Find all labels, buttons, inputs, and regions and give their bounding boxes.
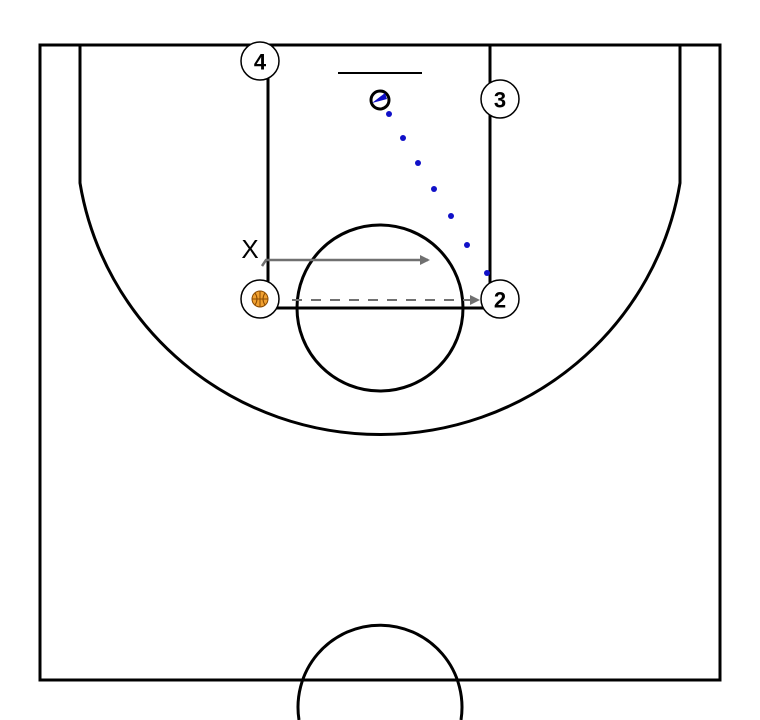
paint-lane (266, 45, 492, 310)
free-throw-circle (295, 223, 465, 393)
player-2-label: 2 (494, 288, 506, 313)
shot-path (386, 111, 490, 276)
basketball-icon (251, 290, 269, 308)
court-boundary (38, 43, 722, 682)
defender-label: X (241, 234, 258, 264)
player-2: 2 (480, 279, 520, 319)
center-circle (296, 623, 464, 720)
hoop-icon (369, 89, 391, 111)
player-4-label: 4 (254, 50, 267, 75)
defender-cut-arrow (260, 255, 430, 267)
player-3-label: 3 (494, 88, 506, 113)
player-3: 3 (480, 79, 520, 119)
player-4: 4 (240, 41, 280, 81)
player-1-ball-handler (240, 279, 280, 319)
three-point-line (78, 45, 682, 436)
